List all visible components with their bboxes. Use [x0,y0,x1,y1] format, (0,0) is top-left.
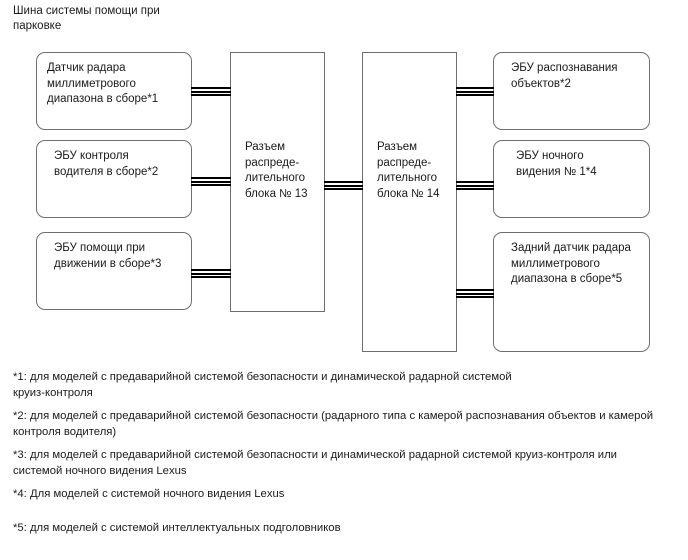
footnote-4: *4: Для моделей с системой ночного виден… [13,488,285,500]
node-night-view-ecu-1[interactable]: ЭБУ ночного видения № 1*4 [493,140,650,218]
connector-driving-assist-to-junction-block-13 [191,269,231,278]
connector-junction-block-14-to-night-view-ecu [456,181,494,190]
node-label: ЭБУ ночного видения № 1*4 [516,150,597,178]
footnote-3: *3: для моделей с предаварийной системой… [13,449,617,477]
footnote-1: *1: для моделей с предаварийной системой… [13,371,512,399]
node-label: Разъем распреде- лительного блока № 14 [377,141,440,200]
node-junction-block-13[interactable]: Разъем распреде- лительного блока № 13 [230,52,325,312]
node-object-recognition-ecu[interactable]: ЭБУ распознавания объектов*2 [493,52,650,130]
node-label: ЭБУ помощи при движении в сборе*3 [54,242,162,270]
node-label: ЭБУ распознавания объектов*2 [511,62,618,90]
footnotes-section: *1: для моделей с предаварийной системой… [13,370,675,544]
page-title: Шина системы помощи при парковке [13,5,160,32]
connector-junction-block-14-to-object-recognition-ecu [456,87,494,96]
node-rear-millimeter-wave-radar-sensor[interactable]: Задний датчик радара миллиметрового диап… [493,232,650,352]
node-label: ЭБУ контроля водителя в сборе*2 [54,150,159,178]
node-label: Датчик радара миллиметрового диапазона в… [47,62,159,105]
connector-radar-to-junction-block-13 [191,87,231,96]
node-label: Задний датчик радара миллиметрового диап… [511,242,631,285]
node-driver-monitor-ecu[interactable]: ЭБУ контроля водителя в сборе*2 [36,140,192,218]
footnote-2: *2: для моделей с предаварийной системой… [13,410,654,438]
node-millimeter-wave-radar-sensor[interactable]: Датчик радара миллиметрового диапазона в… [36,52,192,130]
connector-junction-block-13-to-junction-block-14 [324,181,363,190]
connector-driver-monitor-to-junction-block-13 [191,177,231,186]
connector-junction-block-14-to-rear-radar [456,289,494,298]
node-junction-block-14[interactable]: Разъем распреде- лительного блока № 14 [362,52,457,352]
footnote-5: *5: для моделей с системой интеллектуаль… [13,521,341,534]
node-driving-assist-ecu[interactable]: ЭБУ помощи при движении в сборе*3 [36,232,192,310]
node-label: Разъем распреде- лительного блока № 13 [245,141,308,200]
